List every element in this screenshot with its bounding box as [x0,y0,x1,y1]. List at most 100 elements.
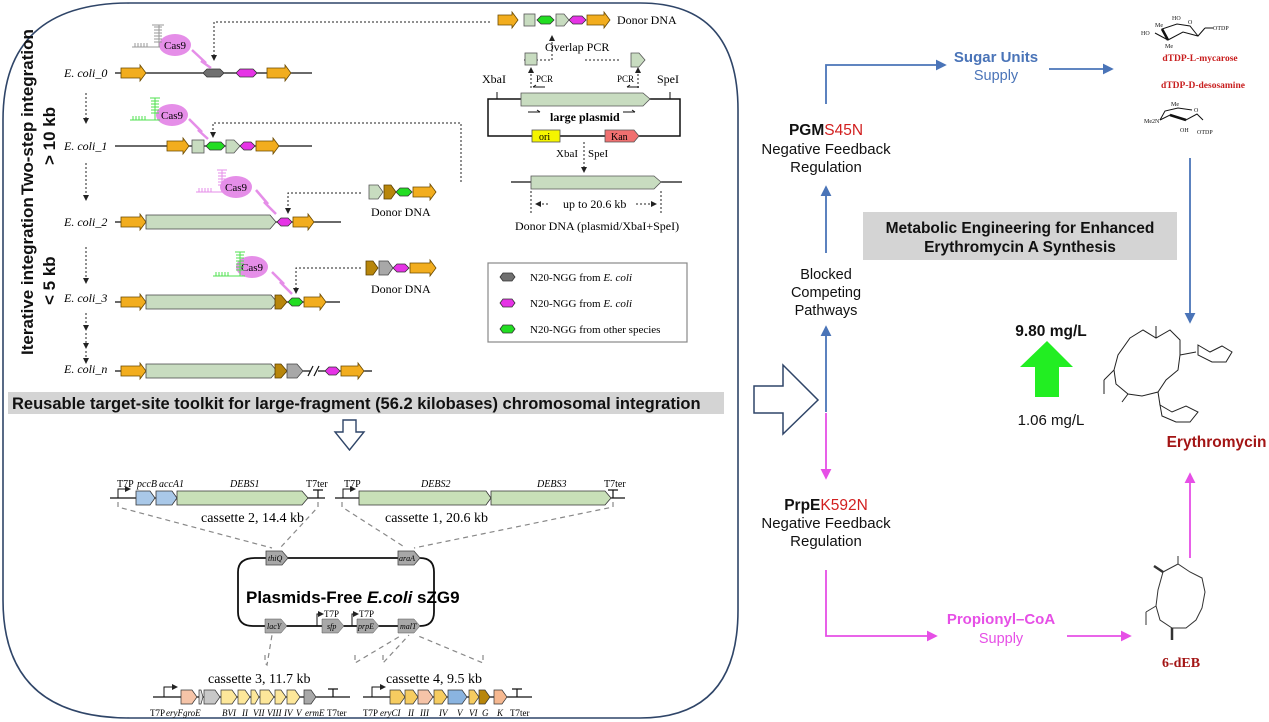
svg-text:prpE: prpE [357,622,374,631]
cas9-complex-0: Cas9 [132,24,212,70]
svg-text:PCR: PCR [617,74,634,84]
chassis-genome: thiQ araA Plasmids-Free E.coli sZG9 lacY… [237,550,460,634]
mycarose-structure [1154,23,1213,41]
sugar-name: dTDP-L-mycarose [1162,54,1237,64]
toolkit-banner: Reusable target-site toolkit for large-f… [12,395,701,413]
left-panel: Two-step integration > 10 kb Iterative i… [2,2,739,719]
svg-text:O: O [1188,20,1193,26]
kan-label: Kan [611,132,628,143]
svg-text:Me: Me [1165,44,1173,50]
legend-item-gray: N20-NGG from E. coli [530,272,632,284]
donor-dna-label: Donor DNA [371,282,431,296]
svg-text:OTDP: OTDP [1197,130,1213,136]
erythromycin-structure [1103,326,1233,423]
svg-text:XbaI: XbaI [556,148,578,160]
svg-text:T7P: T7P [359,609,374,619]
xbai-label: XbaI [482,72,506,86]
svg-text:T7P: T7P [324,609,339,619]
right-panel: PGMS45N Negative Feedback Regulation Blo… [753,16,1269,671]
up-to-label: up to 20.6 kb [563,197,626,211]
svg-text:Cas9: Cas9 [164,40,187,52]
legend: N20-NGG from E. coli N20-NGG from E. col… [487,262,688,343]
svg-text:eryF: eryF [166,708,183,718]
product-label: Erythromycin A [1167,434,1269,451]
panel-border [2,2,739,719]
donor-dna-3: Donor DNA [365,258,437,296]
blocked-line3: Pathways [795,303,858,319]
svg-text:VIII: VIII [267,708,282,718]
plasmid-construction: Overlap PCR PCR PCR XbaI SpeI large plas… [482,35,682,233]
sugar-name: dTDP-D-desosamine [1161,81,1245,91]
toolkit-banner-bg [8,392,724,414]
titer-low: 1.06 mg/L [1018,412,1085,429]
donor-dna-label: Donor DNA [371,205,431,219]
svg-text:T7ter: T7ter [306,479,328,490]
chassis-title: Plasmids-Free E.coli sZG9 [246,588,460,607]
legend-item-green: N20-NGG from other species [530,324,660,336]
svg-text:Me: Me [1155,23,1163,29]
svg-text:Me2N: Me2N [1144,119,1160,125]
svg-text:G: G [482,708,489,718]
cassette-1: T7P DEBS2 DEBS3 T7ter cassette 1, 20.6 k… [335,479,626,526]
strain-label: E. coli_3 [63,291,107,305]
strain-label: E. coli_0 [63,66,107,80]
propionyl-coa-label: Propionyl–CoA [947,611,1056,628]
titer-high: 9.80 mg/L [1015,323,1087,340]
svg-text:DEBS1: DEBS1 [229,479,259,490]
6deb-structure [1145,556,1206,640]
svg-text:BVI: BVI [222,708,237,718]
svg-text:araA: araA [399,554,415,563]
svg-text:IV: IV [283,708,294,718]
chromosome-track-n [115,361,372,381]
prpe-line2: Negative Feedback [761,515,891,532]
strain-label: E. coli_2 [63,215,107,229]
increase-arrow-icon [1020,341,1073,397]
svg-text:accA1: accA1 [159,479,184,490]
cas9-complex-1: Cas9 [130,97,209,140]
side-label-iterative: Iterative integration [18,197,37,355]
svg-text:O: O [1194,108,1199,114]
cassette-3: cassette 3, 11.7 kb T7P eryF groE BVI II… [150,672,350,718]
side-label-two-step-size: > 10 kb [40,107,59,165]
cassette-label: cassette 3, 11.7 kb [208,672,311,687]
strain-label: E. coli_n [63,362,107,376]
svg-text:Me: Me [1171,102,1179,108]
svg-text:thiQ: thiQ [268,554,282,563]
spei-label: SpeI [657,72,679,86]
svg-text:V: V [296,708,303,718]
pgm-label: PGMS45N [789,122,863,139]
chromosome-track-1 [115,136,312,156]
svg-text:IV: IV [438,708,449,718]
blocked-line2: Competing [791,285,861,301]
svg-text:K: K [496,708,504,718]
overlap-pcr-label: Overlap PCR [545,40,609,54]
chromosome-track-2 [115,212,341,232]
cassette-2: T7P pccB accA1 DEBS1 T7ter cassette 2, 1… [110,479,328,526]
donor-dna-digest-label: Donor DNA (plasmid/XbaI+SpeI) [515,219,679,233]
title-box [863,212,1177,260]
svg-text:DEBS3: DEBS3 [536,479,566,490]
donor-dna-label: Donor DNA [617,13,677,27]
blocked-line1: Blocked [800,267,852,283]
down-arrow-icon [333,419,366,452]
svg-text:T7P: T7P [344,479,361,490]
svg-text:T7ter: T7ter [327,708,347,718]
svg-text:T7P: T7P [363,708,378,718]
svg-text:T7P: T7P [150,708,165,718]
ori-label: ori [539,132,550,143]
svg-text:T7P: T7P [117,479,134,490]
svg-text:eryCI: eryCI [380,708,401,718]
side-label-two-step: Two-step integration [18,29,37,195]
svg-text:SpeI: SpeI [588,148,609,160]
svg-text:VI: VI [469,708,478,718]
svg-text:Cas9: Cas9 [241,262,264,274]
svg-text:OTDP: OTDP [1213,26,1229,32]
donor-connector-lines [210,21,490,294]
svg-text:II: II [241,708,249,718]
side-label-iterative-size: < 5 kb [40,256,59,305]
svg-text:OH: OH [1180,128,1189,134]
svg-text:T7ter: T7ter [604,479,626,490]
svg-text:sfp: sfp [327,622,336,631]
large-plasmid-label: large plasmid [550,110,620,124]
